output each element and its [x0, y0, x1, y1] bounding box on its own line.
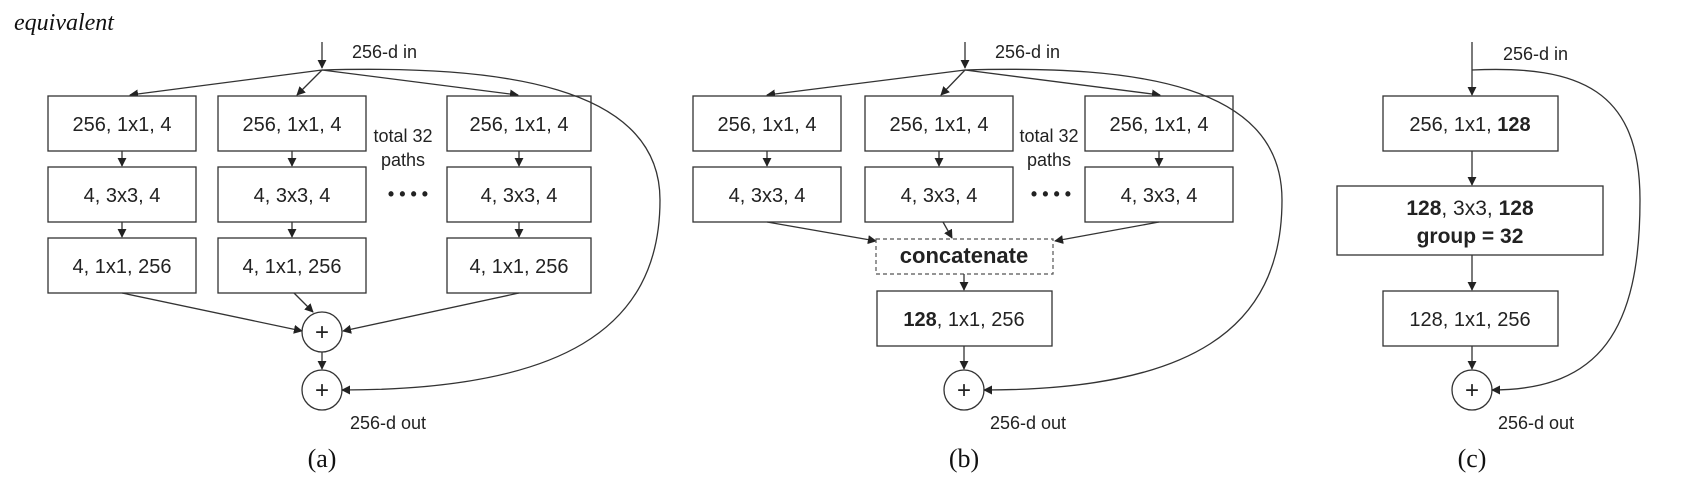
layer-label-c2-bold-b: 128 [1499, 197, 1534, 220]
layer-label-b-c2-r2: 4, 3x3, 4 [901, 185, 978, 207]
branch-arrow-b1 [766, 69, 966, 99]
layer-label-c1-bold: 128 [1497, 114, 1530, 136]
layer-label-a-c1-r3: 4, 1x1, 256 [73, 256, 172, 278]
layer-box-b-c3-r2 [1084, 166, 1234, 223]
layer-label-b-c2-r1: 256, 1x1, 4 [890, 114, 989, 136]
layer-label-c1: 256, 1x1, 128 [1409, 114, 1530, 136]
output-label-b: 256-d out [990, 413, 1066, 433]
panel-b: 256-d in 256, 1x1, 4 4, 3x3, 4 256, 1x1,… [692, 42, 1283, 473]
concatenate-box [875, 238, 1054, 275]
layer-label-a-c1-r2: 4, 3x3, 4 [84, 185, 161, 207]
paths-note-a-line2: paths [381, 150, 425, 170]
layer-box-b-c1-r2 [692, 166, 842, 223]
layer-box-b-c2-r2 [864, 166, 1014, 223]
layer-label-b-final-rest: , 1x1, 256 [937, 309, 1025, 331]
ellipsis-dots-b: • • • • [1031, 184, 1071, 204]
panel-label-a: (a) [308, 444, 337, 473]
layer-box-b-c3-r1 [1084, 95, 1234, 152]
merge-arrow-a3 [342, 292, 520, 334]
layer-box-a-c2-r3 [217, 237, 367, 294]
layer-label-c2-line2: group = 32 [1417, 225, 1524, 248]
layer-label-c2-line1: 128, 3x3, 128 [1406, 197, 1534, 220]
sum-symbol-a2: + [315, 377, 329, 404]
layer-label-a-c3-r2: 4, 3x3, 4 [481, 185, 558, 207]
merge-arrow-b3 [1054, 221, 1160, 244]
branch-arrow-b2 [940, 69, 966, 96]
layer-label-b-c1-r1: 256, 1x1, 4 [718, 114, 817, 136]
layer-label-b-final: 128, 1x1, 256 [903, 309, 1024, 331]
layer-box-c2 [1336, 185, 1604, 256]
sum-symbol-a1: + [315, 319, 329, 346]
layer-label-a-c3-r1: 256, 1x1, 4 [470, 114, 569, 136]
layer-label-b-final-bold: 128 [903, 309, 936, 331]
layer-label-a-c2-r3: 4, 1x1, 256 [243, 256, 342, 278]
layer-label-c2-bold-a: 128 [1406, 197, 1441, 220]
layer-label-c2-mid: , 3x3, [1441, 197, 1498, 220]
paths-note-b-line1: total 32 [1019, 126, 1078, 146]
layer-label-a-c2-r1: 256, 1x1, 4 [243, 114, 342, 136]
panel-c: 256-d in 256, 1x1, 128 128, 3x3, 128 gro… [1336, 42, 1641, 473]
input-label-b: 256-d in [995, 42, 1060, 62]
merge-arrow-b2 [942, 221, 953, 239]
layer-label-b-c3-r1: 256, 1x1, 4 [1110, 114, 1209, 136]
branch-arrow-a1 [129, 69, 323, 99]
merge-arrow-b1 [766, 221, 877, 245]
layer-box-c1 [1382, 95, 1559, 152]
layer-box-a-c1-r3 [47, 237, 197, 294]
panel-label-b: (b) [949, 444, 979, 473]
layer-box-b-c2-r1 [864, 95, 1014, 152]
layer-box-a-c2-r2 [217, 166, 367, 223]
input-label-a: 256-d in [352, 42, 417, 62]
layer-box-b-final [876, 290, 1053, 347]
input-label-c: 256-d in [1503, 44, 1568, 64]
layer-label-b-c3-r2: 4, 3x3, 4 [1121, 185, 1198, 207]
layer-label-a-c2-r2: 4, 3x3, 4 [254, 185, 331, 207]
paths-note-b-line2: paths [1027, 150, 1071, 170]
panel-a: 256-d in 256, 1x1, 4 4, 3x3, 4 4, 1x1, 2… [47, 42, 661, 473]
output-label-a: 256-d out [350, 413, 426, 433]
layer-box-c3 [1382, 290, 1559, 347]
shortcut-connection-a [321, 68, 661, 395]
paths-note-a-line1: total 32 [373, 126, 432, 146]
layer-label-b-c1-r2: 4, 3x3, 4 [729, 185, 806, 207]
layer-label-a-c3-r3: 4, 1x1, 256 [470, 256, 569, 278]
caption-equivalent: equivalent [14, 10, 115, 36]
shortcut-connection-b [964, 68, 1283, 395]
branch-arrow-a3 [321, 69, 519, 99]
concatenate-label: concatenate [900, 243, 1028, 268]
panel-label-c: (c) [1458, 444, 1487, 473]
layer-label-c1-rest: 256, 1x1, [1409, 114, 1497, 136]
branch-arrow-b3 [964, 69, 1161, 99]
layer-box-a-c3-r2 [446, 166, 592, 223]
ellipsis-dots-a: • • • • [388, 184, 428, 204]
sum-symbol-b: + [957, 377, 971, 404]
layer-label-c3: 128, 1x1, 256 [1409, 309, 1530, 331]
shortcut-connection-c [1471, 68, 1641, 395]
merge-arrow-a2 [293, 292, 314, 313]
merge-arrow-a1 [121, 292, 303, 334]
layer-box-b-c1-r1 [692, 95, 842, 152]
output-label-c: 256-d out [1498, 413, 1574, 433]
layer-label-a-c1-r1: 256, 1x1, 4 [73, 114, 172, 136]
layer-box-a-c1-r2 [47, 166, 197, 223]
sum-symbol-c: + [1465, 377, 1479, 404]
layer-box-a-c3-r1 [446, 95, 592, 152]
branch-arrow-a2 [296, 69, 323, 96]
